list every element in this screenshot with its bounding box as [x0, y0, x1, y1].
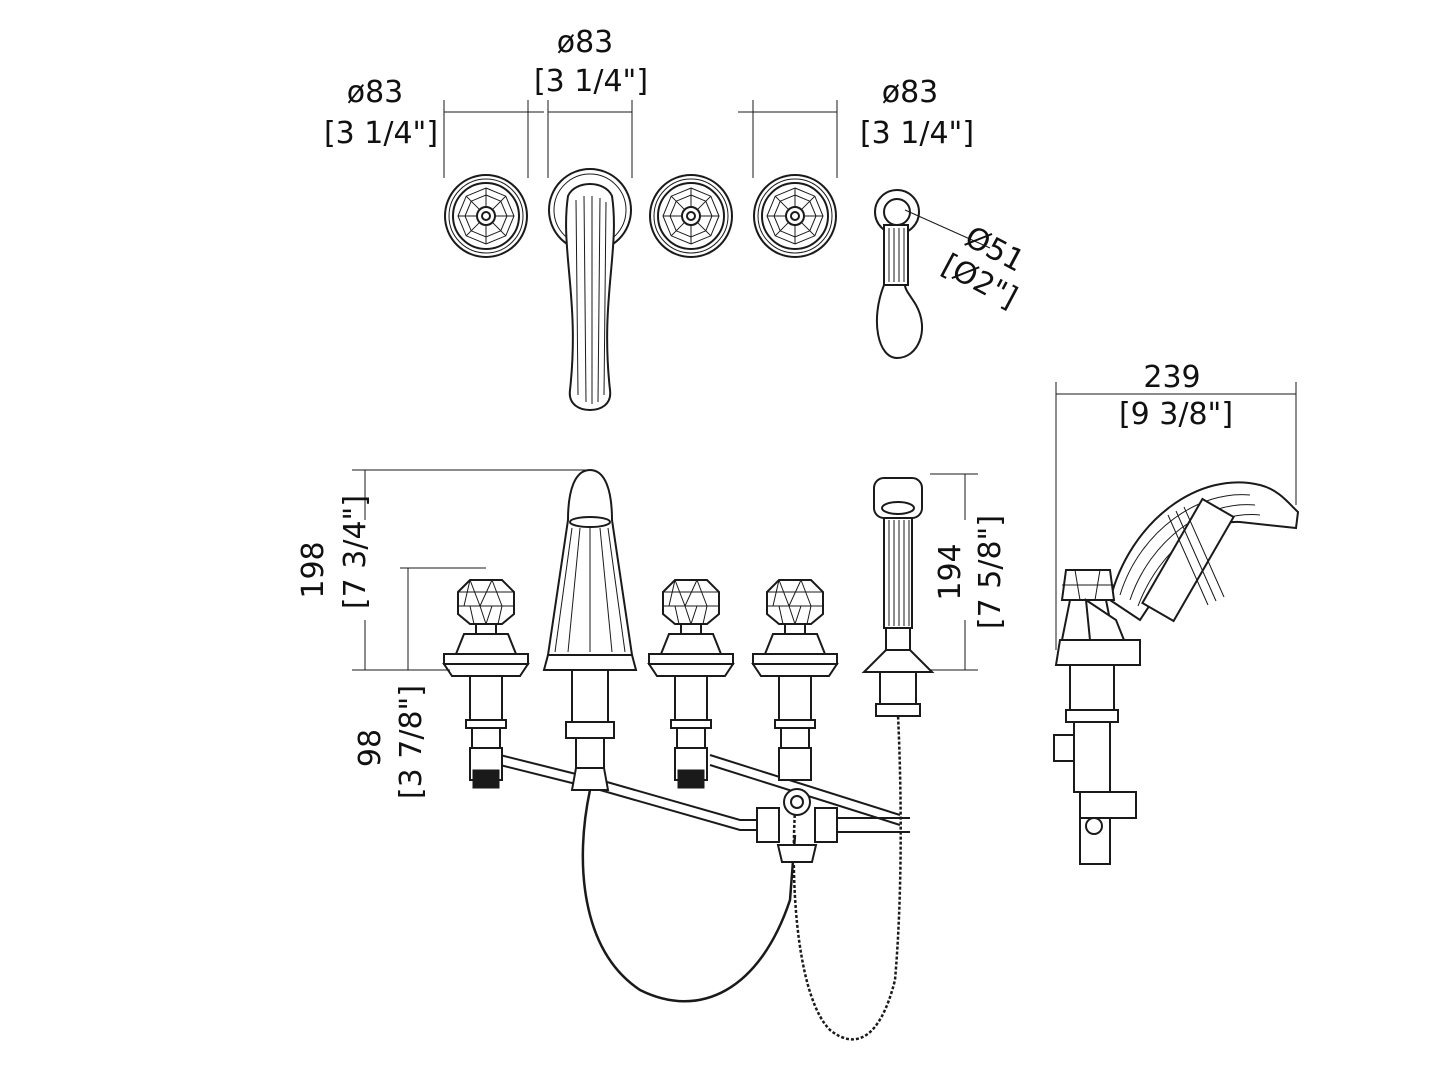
spout-plan	[548, 168, 632, 412]
dim-spout-reach-value: 239	[1143, 360, 1200, 395]
dim-left-handle-imperial: [3 1/4"]	[324, 116, 438, 151]
crossover-pipes	[499, 754, 910, 863]
supply-hose-loop	[581, 789, 797, 1003]
dimension-lines	[352, 100, 1297, 671]
plan-view	[444, 168, 991, 412]
dim-spout-value: ø83	[557, 25, 614, 60]
dim-handle-height-value: 98	[353, 729, 388, 767]
dimension-labels: ø83 [3 1/4"] ø83 [3 1/4"] ø83 [3 1/4"] Ø…	[296, 25, 1233, 799]
front-elevation	[443, 468, 935, 1041]
dim-handshower-height-imperial: [7 5/8"]	[973, 515, 1008, 629]
dim-spout-height-imperial: [7 3/4"]	[338, 495, 373, 609]
handshower-plan	[874, 189, 991, 360]
dim-handle-height-imperial: [3 7/8"]	[394, 685, 429, 799]
right-valve	[752, 579, 838, 781]
spout-elevation	[542, 468, 638, 791]
dim-right-handle-imperial: [3 1/4"]	[860, 116, 974, 151]
dim-spout-imperial: [3 1/4"]	[534, 64, 648, 99]
handshower-hose	[792, 714, 902, 1041]
center-valve	[648, 579, 734, 781]
right-handle-rosette	[753, 174, 837, 258]
dim-spout-reach-imperial: [9 3/8"]	[1119, 397, 1233, 432]
handshower-elevation	[861, 477, 935, 717]
dim-right-handle-value: ø83	[882, 75, 939, 110]
dim-left-handle-value: ø83	[347, 75, 404, 110]
center-handle-rosette	[649, 174, 733, 258]
left-valve	[443, 579, 529, 781]
side-view	[1053, 481, 1300, 865]
dim-spout-height-value: 198	[296, 541, 331, 598]
left-handle-rosette	[444, 174, 528, 258]
dim-handshower-height-value: 194	[933, 543, 968, 600]
